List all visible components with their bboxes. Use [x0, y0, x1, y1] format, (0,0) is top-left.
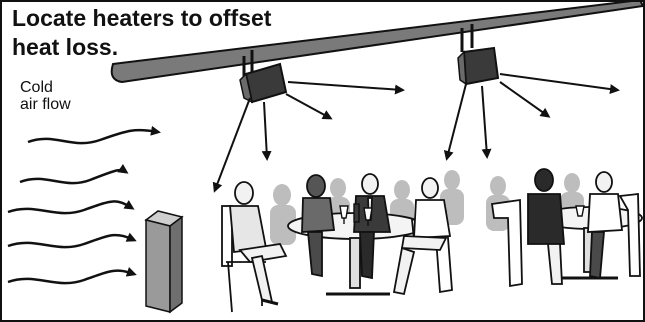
heat-ray-arrows: [447, 74, 617, 158]
label-line-2: air flow: [20, 96, 71, 113]
wall-block: [146, 211, 182, 312]
wavy-arrow-icon: [8, 130, 158, 283]
title-line-1: Locate heaters to offset: [12, 4, 271, 33]
diagram-title: Locate heaters to offset heat loss.: [12, 4, 271, 62]
heat-ray-arrows: [215, 82, 402, 190]
cold-air-flow-label: Cold air flow: [20, 79, 71, 113]
title-line-2: heat loss.: [12, 33, 271, 62]
label-line-1: Cold: [20, 79, 71, 96]
